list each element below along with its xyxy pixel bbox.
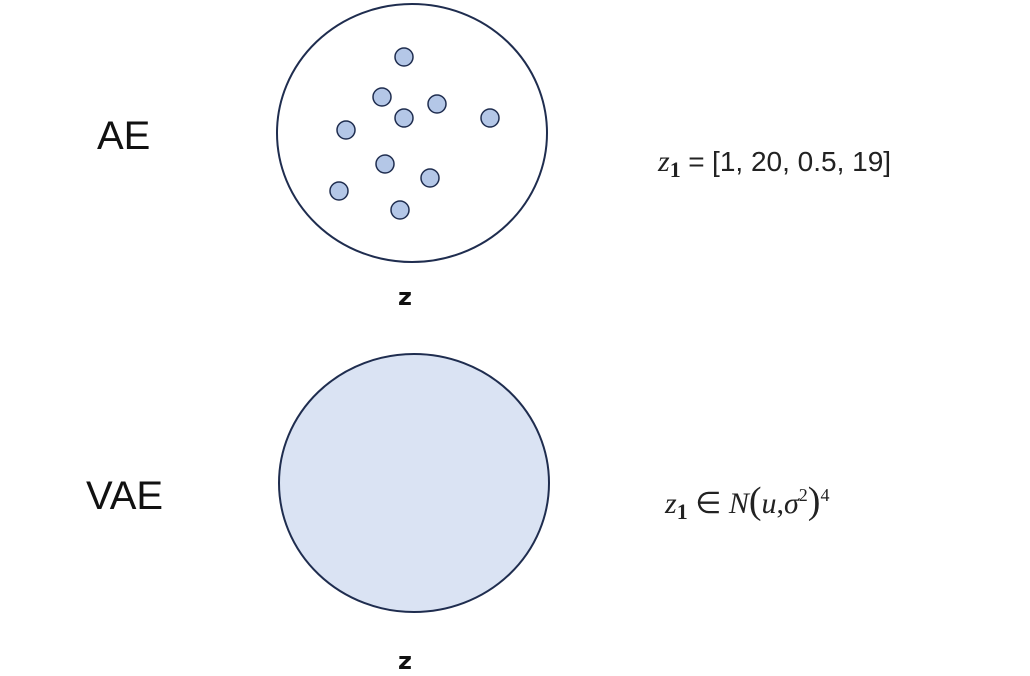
vae-formula: z1 ∈ N(u,σ2)4 [665,482,829,525]
vae-formula-open-paren: ( [748,480,762,522]
vae-formula-dist: N [728,487,749,520]
ae-formula-sub: 1 [669,157,681,182]
ae-latent-point [394,108,414,128]
vae-label: VAE [86,474,164,518]
ae-formula: z1 = [1, 20, 0.5, 19] [658,145,891,183]
ae-latent-space-circle [276,3,548,263]
vae-formula-close-paren: ) [807,480,821,522]
ae-latent-point [480,108,500,128]
vae-formula-sub: 1 [676,499,688,524]
vae-formula-in: ∈ [695,487,722,520]
vae-space-label: z [398,647,412,675]
vae-formula-outer-exp: 4 [820,485,830,505]
ae-formula-vector: [1, 20, 0.5, 19] [712,146,892,177]
ae-formula-var: z [658,145,670,178]
vae-formula-sep: , [776,487,785,520]
ae-label: AE [97,114,151,158]
ae-latent-point [375,154,395,174]
ae-formula-eq: = [688,146,705,177]
ae-latent-point [427,94,447,114]
ae-latent-point [372,87,392,107]
ae-latent-point [329,181,349,201]
ae-latent-points [329,47,500,220]
vae-latent-distribution-circle [278,353,550,613]
vae-formula-sigma-exp: 2 [798,485,808,505]
ae-latent-point [420,168,440,188]
ae-latent-point [394,47,414,67]
ae-latent-point [390,200,410,220]
vae-formula-var: z [665,487,677,520]
vae-formula-sigma: σ [784,487,799,520]
ae-space-label: z [398,283,412,311]
vae-formula-mean: u [761,487,777,520]
ae-latent-point [336,120,356,140]
